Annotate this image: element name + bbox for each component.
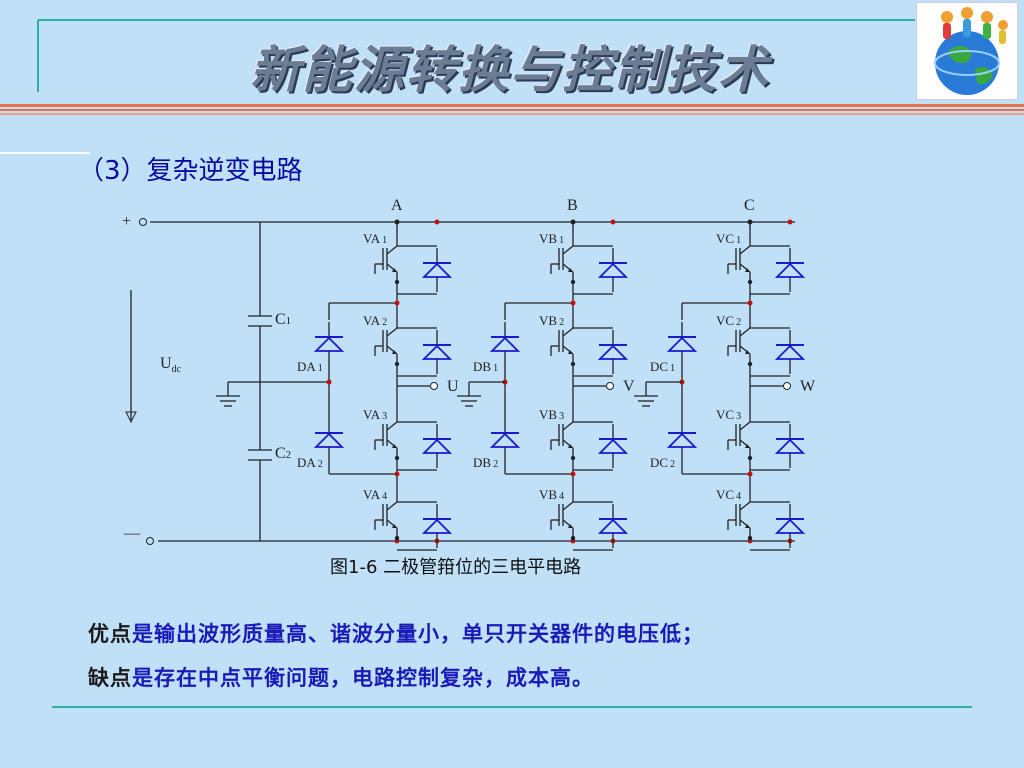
output-label-v: V [623,378,635,395]
antiparallel-diode [597,248,629,292]
antiparallel-diode [597,504,629,548]
switch-vb4 [550,490,576,541]
cons-line: 缺点是存在中点平衡问题，电路控制复杂，成本高。 [88,662,594,692]
antiparallel-diode [774,330,806,374]
pros-label: 优点 [88,622,132,646]
figure-caption: 图1-6 二极管箝位的三电平电路 [330,557,581,578]
slide-title: 新能源转换与控制技术 [250,41,770,99]
cons-label: 缺点 [88,666,132,690]
phase-label-b: B [567,197,578,214]
clamp-diode-top [489,322,521,366]
antiparallel-diode [421,248,453,292]
plus-label: + [122,213,131,230]
antiparallel-diode [774,424,806,468]
switch-va3 [374,410,400,461]
capacitor-c1-label: C1 [275,311,291,328]
antiparallel-diode [421,504,453,548]
clamp-diode-bottom [313,418,345,462]
antiparallel-diode [421,330,453,374]
antiparallel-diode [421,424,453,468]
pros-text: 是输出波形质量高、谐波分量小，单只开关器件的电压低； [132,622,704,646]
phase-label-a: A [391,197,403,214]
clamp-diode-top [666,322,698,366]
antiparallel-diode [774,248,806,292]
globe-logo-icon [916,2,1018,100]
antiparallel-diode [597,330,629,374]
switch-vc4 [727,490,753,541]
output-label-w: W [800,378,816,395]
phase-label-c: C [744,197,755,214]
antiparallel-diode [774,504,806,548]
switch-vc3 [727,410,753,461]
clamp-diode-bottom [489,418,521,462]
pros-line: 优点是输出波形质量高、谐波分量小，单只开关器件的电压低； [88,618,704,648]
output-label-u: U [447,378,459,395]
switch-va1 [374,234,400,285]
minus-label: — [123,525,141,542]
antiparallel-diode [597,424,629,468]
section-heading: （3）复杂逆变电路 [78,156,303,186]
clamp-diode-top [313,322,345,366]
switch-vb3 [550,410,576,461]
capacitor-c2-label: C2 [275,445,291,462]
dc-voltage-label: Udc [160,355,182,375]
cons-text: 是存在中点平衡问题，电路控制复杂，成本高。 [132,666,594,690]
switch-va2 [374,316,400,367]
clamp-diode-bottom [666,418,698,462]
switch-va4 [374,490,400,541]
